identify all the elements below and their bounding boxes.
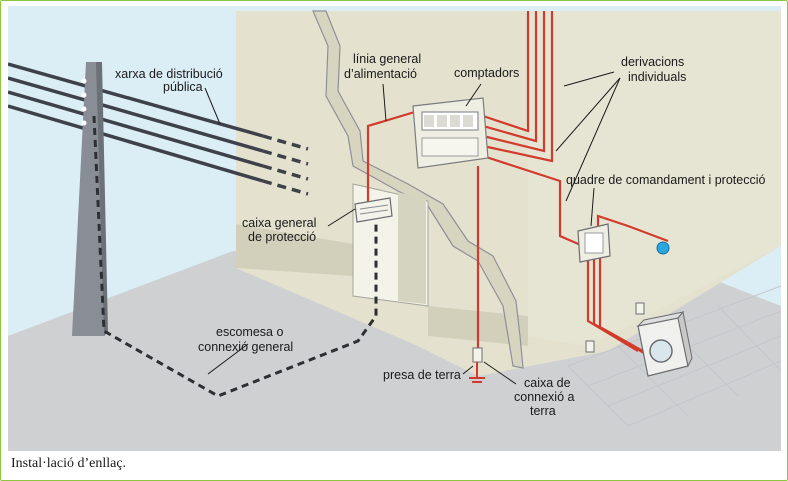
control-panel xyxy=(577,223,611,263)
light-bulb-icon xyxy=(656,241,670,255)
label-escomesa-1: escomesa o xyxy=(216,325,283,339)
washing-machine-icon xyxy=(636,310,693,377)
diagram-figure: xarxa de distribució pública línia gener… xyxy=(8,6,781,451)
leader-lines xyxy=(204,71,621,385)
utility-pole-side xyxy=(96,62,108,336)
label-derivacions-1: derivacions xyxy=(621,55,684,69)
label-presa: presa de terra xyxy=(383,368,461,382)
earth-connection-box xyxy=(472,347,483,363)
label-escomesa-2: connexió general xyxy=(198,340,293,354)
label-linia-2: d’alimentació xyxy=(344,67,417,81)
wall-outlet xyxy=(585,340,595,353)
label-comptadors: comptadors xyxy=(454,66,519,80)
pole-insulators xyxy=(81,78,87,126)
label-quadre: quadre de comandament i protecció xyxy=(566,173,765,187)
service-connection-dashed xyxy=(92,115,378,398)
label-xarxa-1: xarxa de distribució xyxy=(115,67,223,81)
socket-outlet xyxy=(635,302,645,315)
meters-box xyxy=(412,97,489,169)
diagram-illustration: xarxa de distribució pública línia gener… xyxy=(8,10,781,451)
ground-symbol xyxy=(469,362,485,383)
wall-plinth xyxy=(236,224,353,276)
cgp-box xyxy=(354,197,393,223)
label-caixa-general-2: de protecció xyxy=(248,230,316,244)
label-caixa-connexio-1: caixa de xyxy=(524,376,571,390)
label-derivacions-2: individuals xyxy=(628,70,686,84)
side-wall xyxy=(528,11,781,346)
label-linia-1: línia general xyxy=(353,52,421,66)
distribution-lines xyxy=(8,62,264,183)
wall-crack xyxy=(312,10,524,369)
label-caixa-general-1: caixa general xyxy=(242,216,316,230)
label-caixa-connexio-3: terra xyxy=(530,404,556,418)
label-caixa-connexio-2: connexió a xyxy=(514,390,575,404)
door-open xyxy=(398,192,426,304)
distribution-lines-dashed xyxy=(262,134,309,196)
label-xarxa-2: pública xyxy=(163,80,203,94)
figure-caption: Instal·lació d’enllaç. xyxy=(11,456,127,471)
